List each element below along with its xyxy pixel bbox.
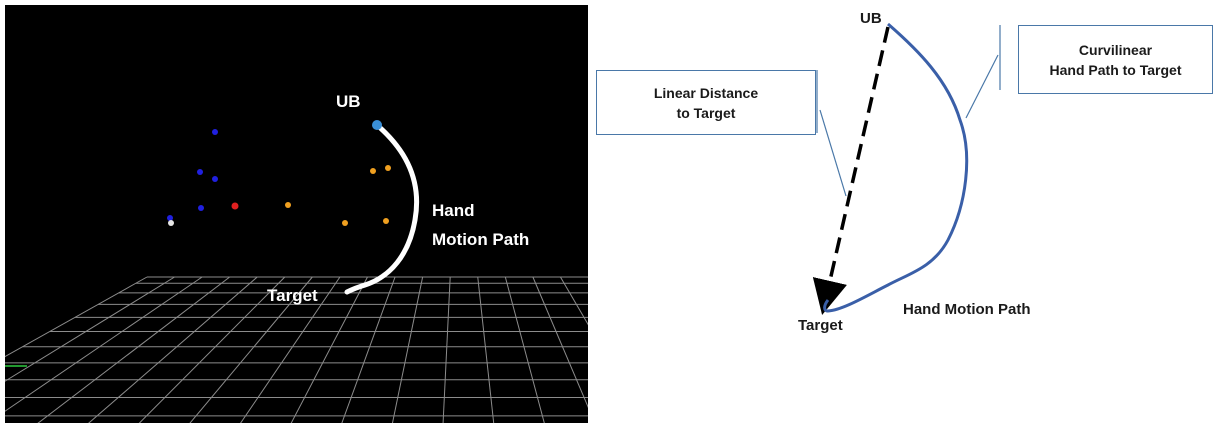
- orange-marker: [342, 220, 348, 226]
- grid-line: [138, 276, 286, 423]
- schematic-canvas: [812, 22, 1001, 316]
- blue-marker: [212, 129, 218, 135]
- curvilinear-callout-leader: [965, 54, 999, 119]
- orange-marker: [385, 165, 391, 171]
- orange-marker: [370, 168, 376, 174]
- grid-line: [5, 276, 175, 382]
- grid-line: [391, 276, 424, 423]
- curvilinear-hand-path: [823, 22, 969, 313]
- linear-callout-leader: [819, 109, 847, 197]
- callout-linear-line1: Linear Distance: [653, 84, 759, 101]
- start-label: UB: [860, 10, 882, 27]
- grid-line: [504, 276, 545, 423]
- blue-marker: [198, 205, 204, 211]
- blue-marker: [197, 169, 203, 175]
- blue-marker: [167, 215, 173, 221]
- orange-marker: [383, 218, 389, 224]
- callout-curvilinear-line1: Curvilinear: [1078, 41, 1153, 58]
- grid-line: [290, 276, 368, 423]
- grid-line: [5, 276, 203, 412]
- path-label: Hand Motion Path: [903, 301, 1031, 318]
- target-label: Target: [267, 286, 318, 305]
- grid-line: [442, 276, 451, 423]
- callout-curvilinear-line2: Hand Path to Target: [1049, 61, 1182, 78]
- start-marker: [372, 120, 382, 130]
- grid-line: [560, 276, 588, 326]
- motion-capture-scene: [5, 120, 588, 423]
- marker-dots: [167, 129, 391, 226]
- motion-capture-view: UB Hand Motion Path Target: [5, 5, 588, 423]
- schematic-diagram: Linear Distance to Target Curvilinear Ha…: [588, 0, 1225, 423]
- linear-distance-callout: Linear Distance to Target: [596, 70, 816, 135]
- grid-line: [532, 276, 588, 409]
- curvilinear-callout: Curvilinear Hand Path to Target: [1018, 25, 1213, 94]
- target-label: Target: [798, 317, 843, 334]
- linear-distance-line: [812, 26, 890, 316]
- hand-motion-path: [344, 122, 419, 295]
- start-label: UB: [336, 92, 361, 111]
- floor-grid: [5, 276, 588, 423]
- callout-linear-line2: to Target: [676, 104, 736, 121]
- red-marker: [231, 202, 239, 210]
- grid-line: [341, 276, 396, 423]
- path-label-line1: Hand: [432, 201, 475, 220]
- grid-line: [477, 276, 495, 423]
- orange-marker: [285, 202, 291, 208]
- grid-line: [88, 276, 258, 423]
- grid-line: [189, 276, 313, 423]
- grid-line: [240, 276, 341, 423]
- white-marker: [168, 220, 174, 226]
- path-label-line2: Motion Path: [432, 230, 530, 249]
- grid-line: [5, 276, 148, 358]
- grid-line: [37, 276, 230, 423]
- blue-marker: [212, 176, 218, 182]
